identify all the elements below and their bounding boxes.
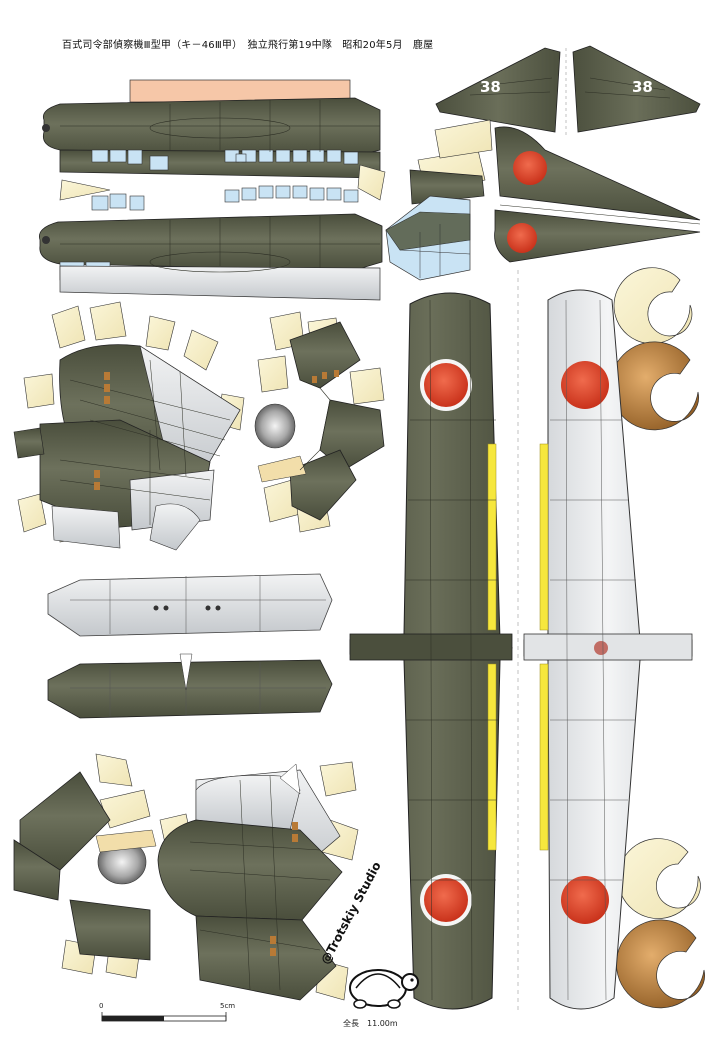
canopy-parts — [385, 119, 493, 281]
fuselage-halves — [39, 79, 386, 301]
engine-nacelle-upper — [13, 301, 245, 551]
scale-five-label: 5cm — [220, 1002, 236, 1010]
engine-cowl-ring-upper — [254, 311, 385, 533]
engine-nacelle-lower — [157, 761, 359, 1001]
engine-cowl-ring-lower — [13, 753, 157, 979]
overall-length-label: 全長 11.00m — [343, 1019, 398, 1028]
tail-number-right: 38 — [632, 78, 653, 96]
tail-number-left: 38 — [480, 78, 501, 96]
rear-fuselage-wedges — [494, 126, 701, 263]
scale-zero-label: 0 — [99, 1002, 104, 1010]
sheet-title: 百式司令部偵察機Ⅲ型甲（キ－46Ⅲ甲） 独立飛行第19中隊 昭和20年5月 鹿屋 — [62, 40, 434, 51]
vertical-tail-halves: 38 38 — [435, 45, 701, 135]
studio-turtle-logo — [349, 969, 419, 1009]
scale-bar — [101, 1012, 227, 1022]
main-wing-lower-surface — [517, 270, 693, 1010]
main-wing-upper-surface — [349, 292, 513, 1010]
horizontal-stabilizers — [47, 573, 333, 719]
propeller-disc-parts — [610, 267, 705, 1009]
